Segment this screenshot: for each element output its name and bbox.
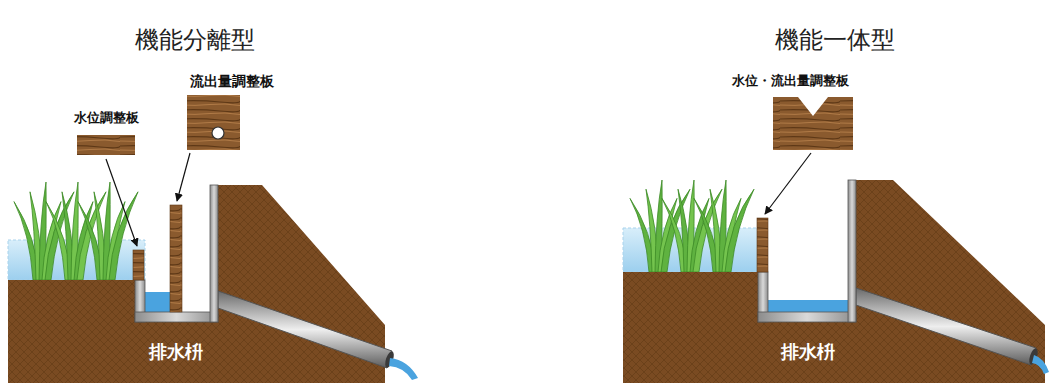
level-outflow-board	[757, 218, 768, 272]
soil	[8, 185, 385, 383]
panel-title: 機能一体型	[775, 26, 895, 55]
left-panel	[8, 95, 418, 383]
drain-pipe	[856, 288, 1036, 365]
basin-wall	[210, 185, 218, 322]
outflow-hole	[212, 127, 224, 139]
part-label: 流出量調整板	[190, 73, 274, 90]
leader-arrow	[106, 159, 137, 246]
leader-arrow	[177, 153, 190, 201]
rice-leaf	[77, 192, 106, 280]
right-panel	[623, 97, 1049, 383]
rice-leaf	[45, 192, 74, 280]
leader-arrow	[765, 153, 811, 214]
part-label: 水位・流出量調整板	[732, 73, 849, 89]
basin-water	[768, 300, 848, 312]
panel-title: 機能分離型	[135, 26, 255, 55]
water-level-board	[133, 250, 144, 280]
basin-wall	[758, 312, 856, 322]
basin-label: 排水枡	[149, 341, 203, 363]
basin-wall	[848, 180, 856, 322]
rice-plants	[630, 180, 754, 272]
drain-pipe	[218, 291, 392, 368]
outflow-board-icon	[187, 95, 240, 150]
v-notch-board-icon	[773, 97, 853, 150]
rice-leaf	[725, 189, 754, 272]
water-level-board-icon	[77, 135, 135, 155]
outflow-water	[1032, 355, 1049, 374]
basin-wall	[135, 312, 218, 322]
part-label: 水位調整板	[74, 110, 139, 126]
soil	[623, 180, 1045, 383]
outflow-water	[389, 358, 418, 380]
rice-leaf	[693, 189, 722, 272]
basin-label: 排水枡	[781, 341, 835, 363]
rice-leaf	[661, 189, 690, 272]
outflow-board	[170, 205, 182, 312]
